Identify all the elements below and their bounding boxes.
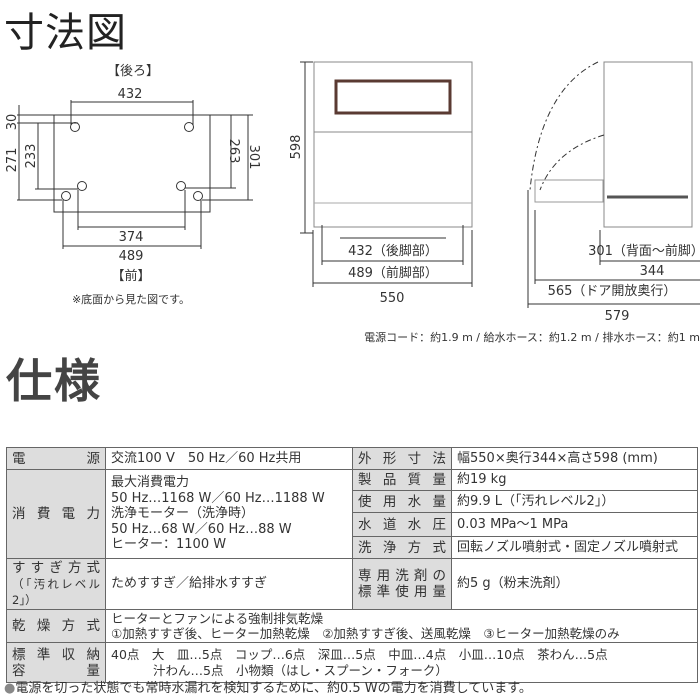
label-wash: 洗 浄 方 式: [352, 536, 452, 559]
rear-feet-dim: 432（後脚部）: [348, 243, 438, 259]
label-detergent: 専用洗剤の 標準使用量: [352, 558, 452, 610]
side-total-dim: 579: [605, 309, 630, 324]
consumption-line: 洗浄モーター（洗浄時）: [111, 506, 255, 522]
rinse-label-line: （「汚れレベル2」）: [12, 577, 100, 607]
capacity-line: 40点 大 皿…5点 コップ…6点 深皿…5点 中皿…4点 小皿…10点 茶わん…: [111, 646, 608, 662]
dim-489: 489: [119, 249, 144, 264]
bottom-view: 【後ろ】 432 30 271 233 263 301 374 489 【前】 …: [5, 64, 261, 306]
value-capacity: 40点 大 皿…5点 コップ…6点 深皿…5点 中皿…4点 小皿…10点 茶わん…: [105, 642, 698, 683]
value-rinse: ためすすぎ／給排水すすぎ: [105, 558, 353, 610]
dim-432: 432: [118, 87, 143, 102]
dim-263: 263: [226, 139, 241, 164]
value-power-source: 交流100 V 50 Hz／60 Hz共用: [105, 447, 353, 470]
dim-30: 30: [5, 114, 20, 131]
door-open-dim: 565（ドア開放奥行）: [548, 284, 677, 299]
bottom-view-note: ※底面から見た図です。: [72, 292, 190, 306]
front-height: 598: [289, 135, 304, 160]
side-depth-dim: 344: [640, 264, 665, 279]
label-drying: 乾 燥 方 式: [6, 609, 106, 643]
value-pressure: 0.03 MPa～1 MPa: [451, 512, 698, 537]
label-capacity: 標 準 収 納 容 量: [6, 642, 106, 683]
value-detergent: 約5 g（粉末洗剤）: [451, 558, 698, 610]
base-outline: [53, 114, 211, 213]
drying-line: ①加熱すすぎ後、ヒーター加熱乾燥 ②加熱すすぎ後、送風乾燥 ③ヒーター加熱乾燥の…: [111, 626, 620, 641]
label-pressure: 水 道 水 圧: [352, 512, 452, 537]
consumption-line: 50 Hz…68 W／60 Hz…88 W: [111, 521, 292, 537]
dimension-drawings: 【後ろ】 432 30 271 233 263 301 374 489 【前】 …: [5, 61, 700, 344]
capacity-label-line: 容 量: [12, 662, 100, 679]
consumption-line: 最大消費電力: [111, 475, 190, 491]
detergent-label-line: 標準使用量: [358, 584, 446, 600]
value-consumption: 最大消費電力 50 Hz…1168 W／60 Hz…1188 W 洗浄モーター（…: [105, 469, 353, 559]
label-power-source: 電 源: [6, 447, 106, 470]
side-view: 301（背面〜前脚） 344 565（ドア開放奥行） 579: [527, 61, 700, 324]
front-width-dim: 550: [380, 291, 405, 306]
front-label: 【前】: [111, 268, 150, 284]
rinse-label-line: すすぎ方式: [12, 560, 100, 576]
label-mass: 製 品 質 量: [352, 469, 452, 491]
value-wash: 回転ノズル噴射式・固定ノズル噴射式: [451, 536, 698, 559]
capacity-line: 汁わん…5点 小物類（はし・スプーン・フォーク）: [153, 662, 448, 678]
dim-233: 233: [24, 144, 39, 169]
bullet-icon: ●: [4, 681, 16, 696]
capacity-label-line: 標 準 収 納: [12, 646, 100, 663]
dim-374: 374: [119, 230, 144, 245]
note-text: 電源を切った状態でも常時水漏れを検知するために、約0.5 Wの電力を消費していま…: [15, 681, 532, 696]
dimensions-title: 寸法図: [4, 10, 127, 56]
front-feet-dim: 489（前脚部）: [348, 265, 438, 281]
standby-power-note: ●電源を切った状態でも常時水漏れを検知するために、約0.5 Wの電力を消費してい…: [4, 677, 532, 696]
cord-lengths: 電源コード：約1.9 m / 給水ホース：約1.2 m / 排水ホース：約1 m: [364, 330, 700, 344]
label-consumption: 消 費 電 力: [6, 469, 106, 559]
value-water: 約9.9 L（「汚れレベル2」）: [451, 490, 698, 513]
consumption-line: ヒーター：1100 W: [111, 537, 227, 553]
front-view: 598 432（後脚部） 489（前脚部） 550: [289, 61, 473, 306]
label-water: 使 用 水 量: [352, 490, 452, 513]
value-outer: 幅550×奥行344×高さ598 (mm): [451, 447, 698, 470]
label-rinse: すすぎ方式 （「汚れレベル2」）: [6, 558, 106, 610]
label-outer: 外 形 寸 法: [352, 447, 452, 470]
specs-title: 仕様: [6, 354, 102, 408]
drying-line: ヒーターとファンによる強制排気乾燥: [111, 611, 324, 626]
value-mass: 約19 kg: [451, 469, 698, 491]
dim-271: 271: [5, 148, 20, 173]
spec-table: 電 源 交流100 V 50 Hz／60 Hz共用 外 形 寸 法 幅550×奥…: [6, 447, 698, 683]
dim-301: 301: [246, 145, 261, 170]
detergent-label-line: 専用洗剤の: [358, 568, 446, 584]
consumption-line: 50 Hz…1168 W／60 Hz…1188 W: [111, 490, 325, 506]
value-drying: ヒーターとファンによる強制排気乾燥 ①加熱すすぎ後、ヒーター加熱乾燥 ②加熱すす…: [105, 609, 698, 643]
back-to-front-leg-dim: 301（背面〜前脚）: [588, 243, 700, 259]
back-label: 【後ろ】: [107, 64, 159, 79]
